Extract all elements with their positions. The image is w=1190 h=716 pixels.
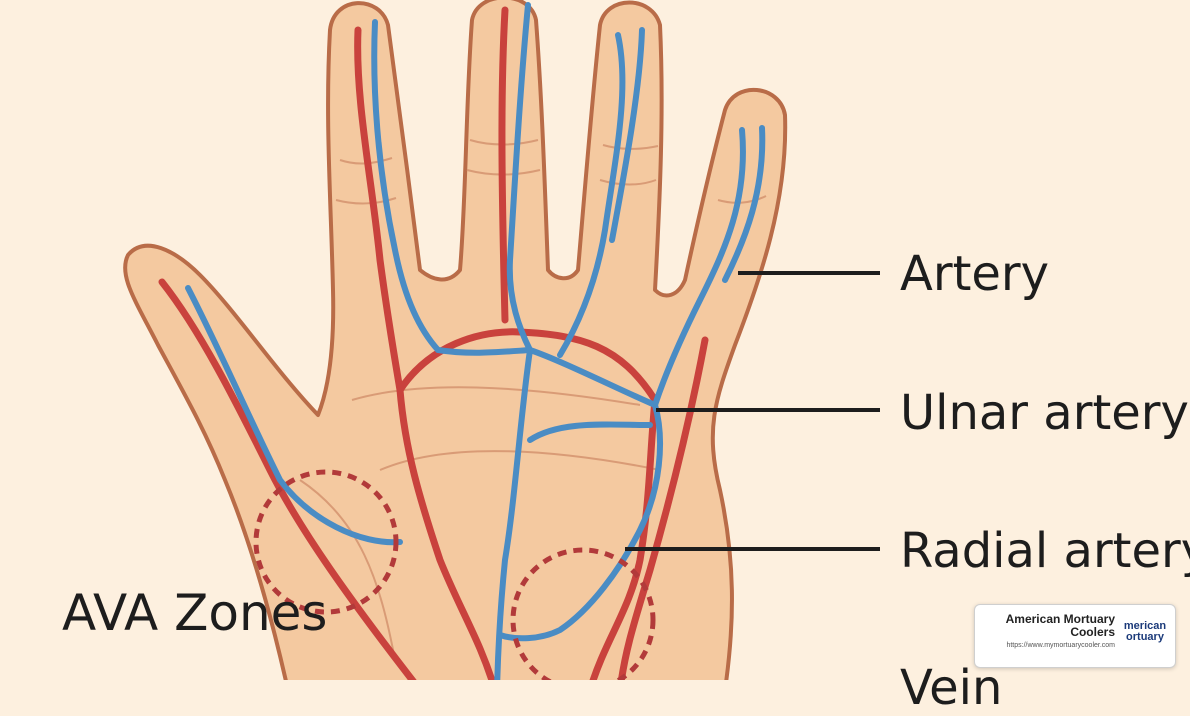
vein-ring-finger-a: [557, 32, 626, 358]
vein-palm-arch: [435, 346, 658, 408]
ulnar-artery-label: Ulnar artery: [900, 385, 1189, 441]
vein-thumb: [185, 285, 403, 546]
watermark-logo-line1: merican: [1123, 620, 1167, 632]
watermark-title: American Mortuary Coolers: [1005, 612, 1115, 639]
watermark-logo-text: merican ortuary: [1123, 621, 1167, 643]
vein-palm-branch: [527, 421, 653, 443]
artery-label: Artery: [900, 246, 1050, 302]
artery-thumb: [158, 278, 417, 680]
vein-palm-center: [494, 347, 533, 680]
watermark-logo-line2: ortuary: [1126, 631, 1164, 643]
watermark-logo: merican ortuary: [1123, 615, 1167, 657]
vein-little-finger-b: [722, 125, 766, 283]
vein-little-finger-a: [652, 127, 746, 408]
ava-zone-thumb: [253, 469, 399, 615]
watermark-url: https://www.mymortuarycooler.com: [1006, 642, 1115, 649]
hand-outline: [123, 0, 788, 680]
veins: [185, 2, 766, 680]
artery-wrist-right: [617, 336, 709, 680]
leader-lines: [625, 271, 880, 551]
hand: [123, 0, 788, 680]
vein-middle-finger: [506, 2, 533, 353]
vein-ring-finger-b: [609, 27, 645, 243]
hand-diagram: [123, 0, 880, 680]
ava-zones-label: AVA Zones: [62, 584, 328, 642]
vein-index-finger: [371, 19, 441, 353]
watermark-badge[interactable]: American Mortuary Coolers https://www.my…: [974, 604, 1176, 668]
arteries: [158, 6, 709, 680]
artery-radial-trunk: [589, 396, 659, 680]
vein-palm-right: [497, 402, 663, 642]
artery-middle-finger: [498, 6, 509, 324]
ava-zones: [253, 469, 656, 680]
artery-ulnar-trunk: [396, 386, 496, 680]
artery-index-finger: [354, 26, 404, 394]
radial-artery-label: Radial artery: [900, 523, 1190, 579]
vein-label: Vein: [900, 660, 1003, 716]
ava-zone-wrist: [510, 547, 656, 680]
